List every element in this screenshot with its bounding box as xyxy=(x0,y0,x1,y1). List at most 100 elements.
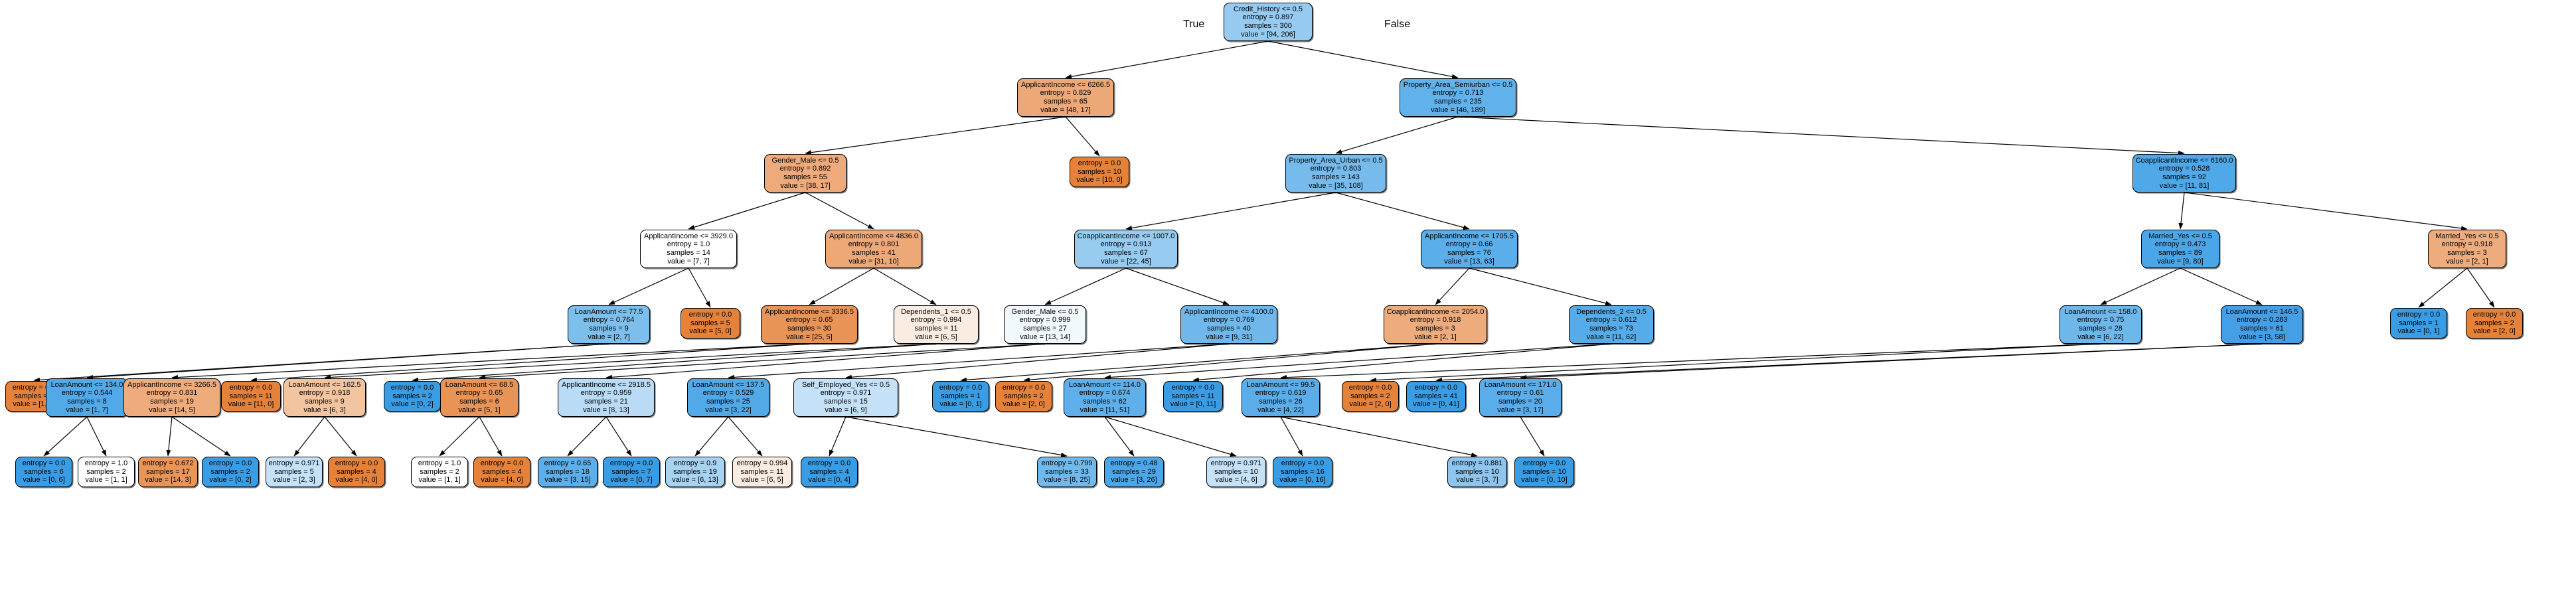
node-condition: ApplicantIncome <= 1705.5 xyxy=(1425,232,1514,240)
node-value: value = [2, 3] xyxy=(273,476,315,485)
node-samples: samples = 5 xyxy=(274,467,314,476)
node-entropy: entropy = 0.918 xyxy=(299,389,351,398)
node-value: value = [31, 10] xyxy=(848,257,899,265)
node-samples: samples = 61 xyxy=(2240,325,2284,333)
node-samples: samples = 41 xyxy=(1414,392,1458,400)
node-samples: samples = 3 xyxy=(2447,249,2487,257)
node-value: value = [0, 6] xyxy=(23,476,65,485)
tree-edge xyxy=(412,343,937,382)
node-value: value = [0, 16] xyxy=(1279,476,1326,485)
tree-edge xyxy=(845,343,1230,380)
tree-edge xyxy=(1435,343,2263,383)
node-entropy: entropy = 0.0 xyxy=(807,459,851,467)
node-value: value = [8, 13] xyxy=(583,406,629,414)
node-value: value = [6, 9] xyxy=(825,406,867,414)
node-samples: samples = 33 xyxy=(1045,467,1089,476)
node-samples: samples = 67 xyxy=(1104,249,1148,257)
node-samples: samples = 2 xyxy=(392,392,432,400)
tree-edge xyxy=(805,192,874,230)
node-samples: samples = 6 xyxy=(24,467,64,476)
node-entropy: entropy = 0.544 xyxy=(61,389,113,398)
node-entropy: entropy = 0.0 xyxy=(1078,159,1121,167)
tree-edge xyxy=(1065,116,1100,157)
node-samples: samples = 2 xyxy=(420,467,459,476)
tree-edge xyxy=(166,416,173,457)
tree-edge xyxy=(1520,343,2263,380)
node-samples: samples = 30 xyxy=(787,325,831,333)
node-condition: Dependents_1 <= 0.5 xyxy=(901,307,971,316)
node-entropy: entropy = 0.971 xyxy=(268,459,320,467)
node-value: value = [8, 25] xyxy=(1044,476,1090,485)
node-samples: samples = 2 xyxy=(1350,392,1390,400)
node-entropy: entropy = 0.713 xyxy=(1432,89,1484,98)
node-entropy: entropy = 1.0 xyxy=(667,240,710,249)
node-samples: samples = 2 xyxy=(2474,319,2514,327)
node-value: value = [4, 0] xyxy=(481,476,523,485)
node-value: value = [2, 7] xyxy=(588,333,630,341)
node-entropy: entropy = 0.0 xyxy=(1522,459,1566,467)
node-value: value = [9, 80] xyxy=(2157,257,2204,265)
node-entropy: entropy = 0.0 xyxy=(335,459,378,467)
node-samples: samples = 28 xyxy=(2079,325,2123,333)
node-value: value = [3, 26] xyxy=(1111,476,1157,485)
node-condition: CoapplicantIncome <= 2054.0 xyxy=(1386,307,1485,316)
tree-edge xyxy=(1335,116,1459,154)
tree-edge xyxy=(1280,343,2101,380)
tree-edge xyxy=(605,343,1046,380)
node-samples: samples = 14 xyxy=(667,249,710,257)
node-entropy: entropy = 0.61 xyxy=(1496,389,1544,398)
tree-edge xyxy=(605,416,632,457)
node-value: value = [0, 1] xyxy=(2397,327,2440,336)
node-value: value = [6, 5] xyxy=(915,333,957,341)
node-samples: samples = 92 xyxy=(2162,173,2206,181)
node-value: value = [6, 13] xyxy=(672,476,718,485)
node-samples: samples = 55 xyxy=(783,173,827,181)
node-condition: Married_Yes <= 0.5 xyxy=(2435,232,2499,240)
node-samples: samples = 7 xyxy=(611,467,651,476)
node-entropy: entropy = 0.0 xyxy=(1348,383,1392,392)
node-samples: samples = 20 xyxy=(1498,398,1542,406)
tree-edge xyxy=(2418,267,2468,308)
node-condition: Credit_History <= 0.5 xyxy=(1234,5,1303,13)
node-samples: samples = 40 xyxy=(1207,325,1251,333)
tree-edge xyxy=(1520,416,1545,457)
node-value: value = [7, 7] xyxy=(667,257,710,265)
node-entropy: entropy = 0.959 xyxy=(580,389,632,398)
node-condition: ApplicantIncome <= 3336.5 xyxy=(765,307,854,316)
node-entropy: entropy = 0.0 xyxy=(229,383,273,392)
node-value: value = [5, 0] xyxy=(689,327,732,336)
tree-edge xyxy=(2184,192,2468,231)
node-value: value = [6, 22] xyxy=(2077,333,2124,341)
node-value: value = [1, 1] xyxy=(85,476,127,485)
node-samples: samples = 3 xyxy=(1415,325,1455,333)
node-value: value = [48, 17] xyxy=(1040,106,1091,114)
tree-edge xyxy=(873,267,937,305)
node-value: value = [4, 6] xyxy=(1215,476,1257,485)
node-value: value = [3, 22] xyxy=(705,406,752,414)
node-value: value = [11, 81] xyxy=(2159,181,2210,190)
tree-edge xyxy=(1267,40,1459,79)
node-value: value = [3, 7] xyxy=(1456,476,1498,485)
